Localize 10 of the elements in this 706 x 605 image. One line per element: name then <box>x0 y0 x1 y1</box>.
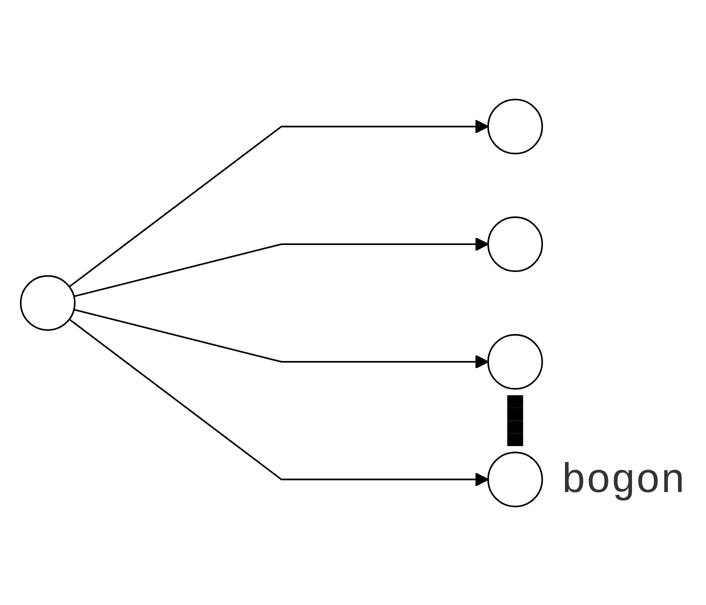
node-caption: bogon <box>561 458 686 505</box>
circle-node <box>487 451 543 507</box>
arrow <box>74 308 489 368</box>
circle-node <box>487 216 543 272</box>
arrow <box>68 318 489 486</box>
circle-node <box>487 98 543 154</box>
circle-node <box>487 334 543 390</box>
arrow <box>68 119 489 287</box>
circle-node <box>20 274 76 330</box>
arrow <box>74 236 489 297</box>
